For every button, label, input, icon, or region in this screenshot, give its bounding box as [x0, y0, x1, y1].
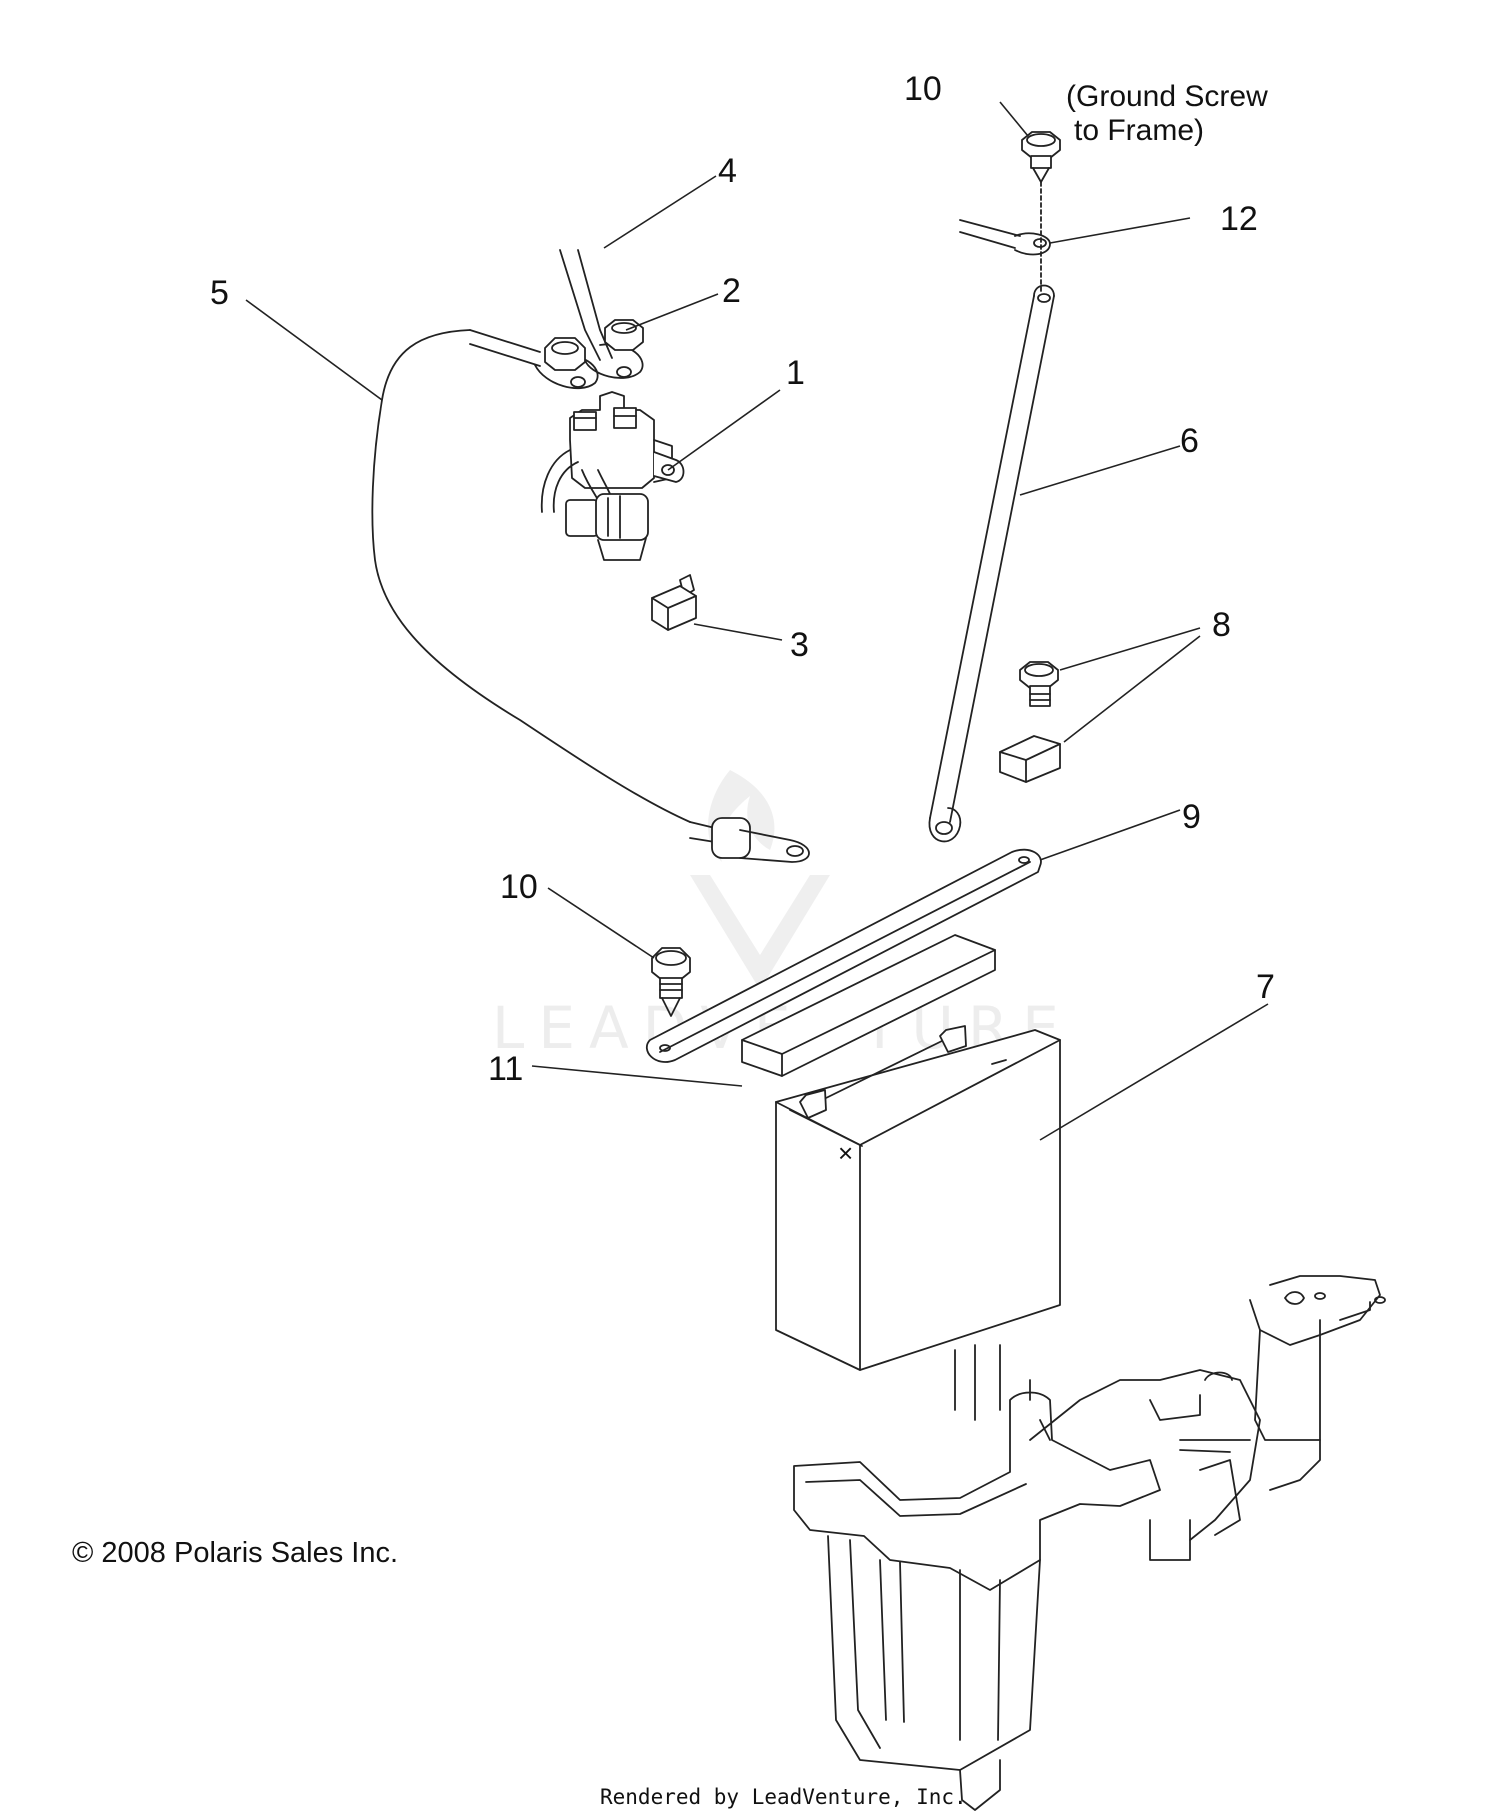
ground-note-line1: (Ground Screw: [1066, 80, 1268, 113]
callout-7: 7: [1256, 968, 1275, 1006]
callouts: 10 12 4 2 1 5 3 6 8 9 10 11 7: [210, 70, 1275, 1088]
part-3-bolt: [651, 574, 697, 631]
part-11-foam-pad: [741, 934, 996, 1077]
part-9-hold-down-strap: [645, 848, 1042, 1063]
part-6-battery-cable: [928, 284, 1055, 843]
callout-8: 8: [1212, 606, 1231, 644]
battery-box-frame: [793, 1275, 1386, 1811]
callout-10-bottom: 10: [500, 868, 538, 906]
part-5-cable: [371, 329, 810, 863]
callout-12: 12: [1220, 200, 1258, 238]
part-8-bolt-and-nut: [999, 661, 1061, 783]
callout-4: 4: [718, 152, 737, 190]
callout-2: 2: [722, 272, 741, 310]
callout-3: 3: [790, 626, 809, 664]
callout-9: 9: [1182, 798, 1201, 836]
ground-note-line2: to Frame): [1074, 114, 1204, 147]
part-1-solenoid: [540, 391, 685, 561]
callout-1: 1: [786, 354, 805, 392]
leadventure-watermark: LEADVENTURE: [492, 770, 1059, 1062]
part-7-battery: ×: [775, 1025, 1061, 1371]
callout-11: 11: [488, 1050, 523, 1088]
copyright-text: © 2008 Polaris Sales Inc.: [72, 1537, 398, 1569]
leader-lines: [245, 101, 1269, 1141]
callout-10-top: 10: [904, 70, 942, 108]
callout-6: 6: [1180, 422, 1199, 460]
part-12-ground-cable: [959, 219, 1051, 256]
footer-text: Rendered by LeadVenture, Inc.: [600, 1785, 967, 1809]
positive-terminal-mark: ×: [838, 1138, 853, 1168]
part-10-bolt: [651, 947, 691, 1017]
part-10-ground-screw: [1021, 131, 1061, 293]
callout-5: 5: [210, 274, 229, 312]
part-2-nuts: [544, 319, 644, 371]
